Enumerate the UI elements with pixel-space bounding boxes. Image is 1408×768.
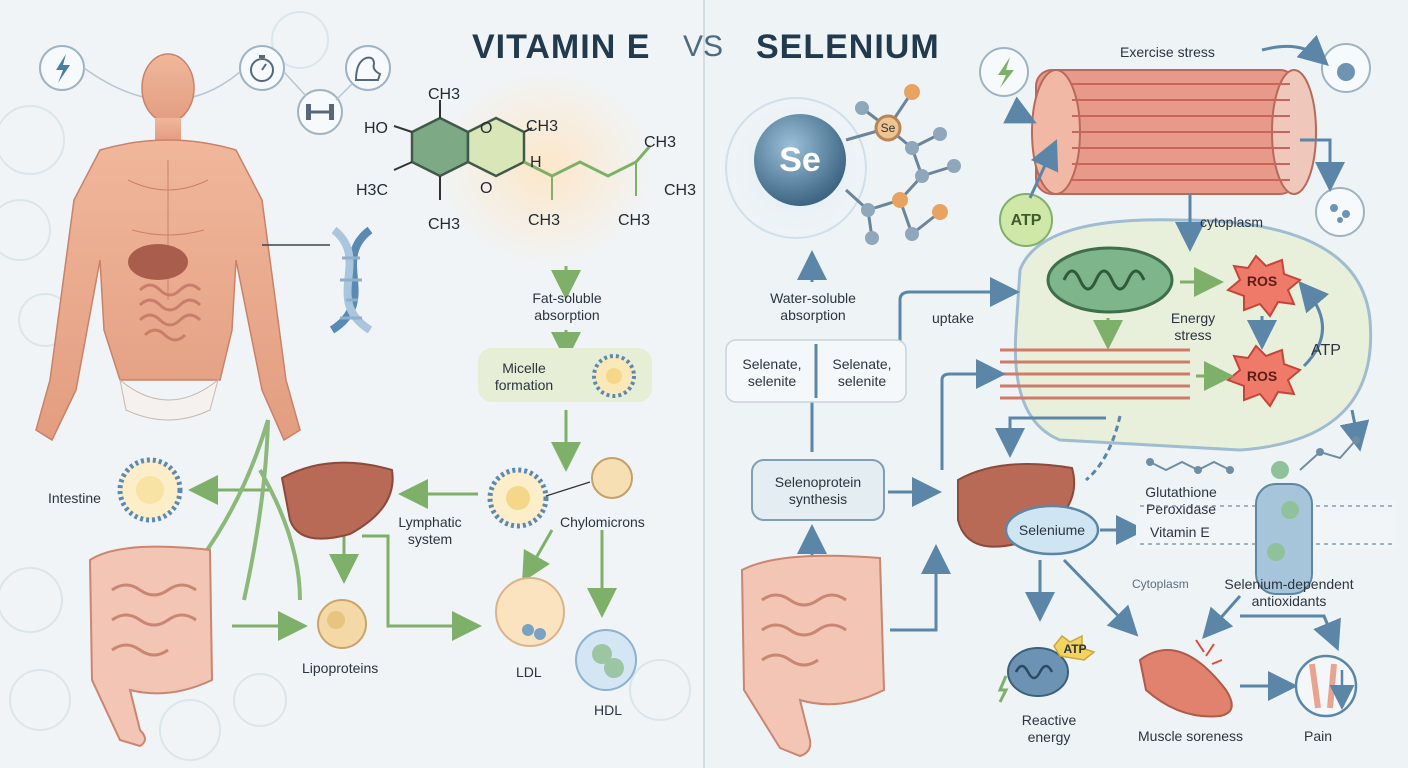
membrane-transporter <box>1255 436 1360 595</box>
human-body-illustration <box>35 53 330 442</box>
label-intestine: Intestine <box>48 490 101 506</box>
vitamin-e-molecule <box>393 68 656 268</box>
chem-ch3-end: CH3 <box>664 182 697 199</box>
ros-burst-1 <box>1226 254 1302 318</box>
ros-burst-2 <box>1226 344 1302 408</box>
label-chylomicrons: Chylomicrons <box>560 514 645 530</box>
atp-badge <box>999 193 1053 247</box>
chem-o-bottom: O <box>480 180 493 197</box>
pain-icon <box>1294 654 1358 718</box>
label-lipoproteins: Lipoproteins <box>302 660 379 676</box>
liver-left <box>280 461 394 540</box>
vitamin-e-pathway-arrows <box>188 266 617 641</box>
label-cytoplasm-top: cytoplasm <box>1200 214 1264 230</box>
selenium-sphere <box>725 97 867 239</box>
label-exercise-stress: Exercise stress <box>1120 44 1215 60</box>
label-muscle-soreness: Muscle soreness <box>1138 728 1244 744</box>
label-hdl: HDL <box>594 702 623 718</box>
label-cytoplasm-bottom: Cytoplasm <box>1132 577 1189 591</box>
se-small-label: Se <box>880 121 896 135</box>
selenium-molecule <box>844 84 961 245</box>
label-uptake: uptake <box>932 310 975 326</box>
label-atp-mito: ATP <box>1063 642 1087 656</box>
dumbbell-icon <box>297 89 343 135</box>
chem-ho: HO <box>364 120 388 137</box>
lightning-icon <box>39 45 85 91</box>
germ-icon <box>1321 43 1371 93</box>
label-ros-2: ROS <box>1246 368 1278 384</box>
micelle-particle <box>592 354 636 398</box>
muscle-strip <box>1000 348 1190 400</box>
chem-ch3-top: CH3 <box>428 86 461 103</box>
cell-arrows-green <box>1093 267 1330 391</box>
flexed-arm-icon <box>345 45 391 91</box>
chem-ch3-bottom: CH3 <box>428 216 461 233</box>
ldl-particle <box>495 577 565 647</box>
selenoprotein-box <box>751 459 885 521</box>
intestine-right <box>740 554 886 758</box>
label-pain: Pain <box>1304 728 1333 744</box>
sore-muscle-illustration <box>1138 639 1233 718</box>
label-ros-1: ROS <box>1246 273 1278 289</box>
chem-ch3-right: CH3 <box>526 118 559 135</box>
intestine-left <box>88 545 214 748</box>
chem-ch3-chain2: CH3 <box>618 212 651 229</box>
background-cells <box>0 11 691 761</box>
mitochondrion-top <box>1046 246 1174 314</box>
label-selenate-1: Selenate,selenite <box>742 356 802 389</box>
title-selenium: SELENIUM <box>756 28 940 66</box>
chylomicron-particles <box>487 457 633 529</box>
label-seleniume: Seleniume <box>1018 522 1086 538</box>
label-atp-right: ATP <box>1311 342 1341 359</box>
label-atp-left: ATP <box>1010 212 1042 229</box>
dna-helix <box>329 226 373 334</box>
liver-organ <box>128 244 188 280</box>
chem-h: H <box>530 154 542 171</box>
bacteria-icon <box>1315 187 1365 237</box>
selenium-pathway-arrows <box>797 34 1370 701</box>
hdl-particle <box>575 629 637 691</box>
seleniume-node <box>1004 504 1100 556</box>
small-intestine-organ <box>138 283 202 342</box>
label-vitamin-e: Vitamin E <box>1150 524 1210 540</box>
title-vs: VS <box>683 30 724 63</box>
chem-o-top: O <box>480 120 493 137</box>
label-ldl: LDL <box>516 664 542 680</box>
lipoprotein-particle <box>317 599 367 649</box>
intestine-micelle <box>117 457 183 523</box>
chem-ch3-chain1: CH3 <box>528 212 561 229</box>
chem-ch3-end-top: CH3 <box>644 134 677 151</box>
se-symbol: Se <box>779 141 821 179</box>
lightning-icon <box>979 47 1029 97</box>
stopwatch-icon <box>239 45 285 91</box>
label-selenate-2: Selenate,selenite <box>832 356 892 389</box>
title-vitamin-e: VITAMIN E <box>472 28 651 66</box>
chem-h3c: H3C <box>356 182 389 199</box>
mitochondrion-bottom <box>997 634 1096 703</box>
muscle-fiber-bundle <box>1031 69 1317 195</box>
